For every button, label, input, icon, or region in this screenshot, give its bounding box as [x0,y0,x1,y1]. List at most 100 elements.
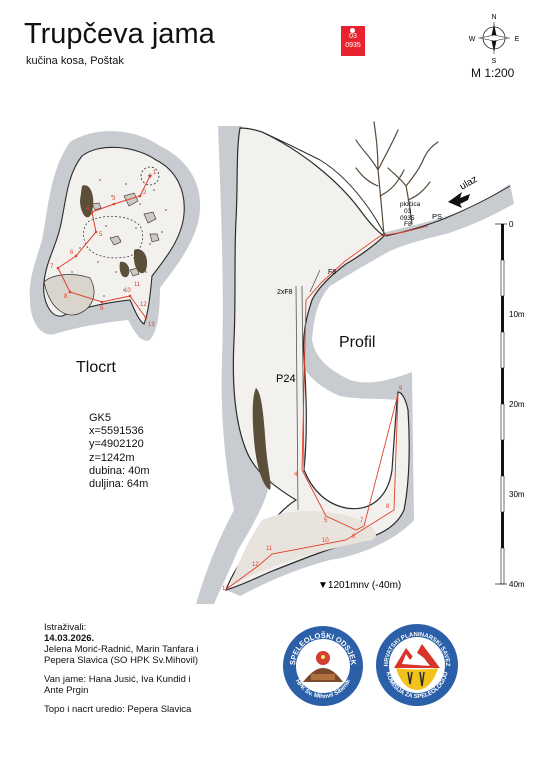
profile-station-5: 5 [324,518,328,524]
plan-station-9: 9 [100,306,104,312]
plate-label-2: 03 [404,208,412,215]
depth-scale-bar: 0 10m 20m 30m 40m [495,220,525,589]
logo-left-lamp-icon [321,655,325,659]
plan-station-11: 11 [134,282,141,288]
bottom-depth-label: ▼1201mnv (-40m) [318,580,401,591]
plan-station-7: 7 [50,264,54,270]
depth-tick-40: 40m [509,580,525,589]
plan-mud [80,185,148,278]
cave-tag-plate: 03 0935 [341,26,365,56]
compass-south: S [492,58,497,65]
profile-station-12: 12 [252,562,259,568]
plan-station-13: 13 [148,322,155,328]
compass-cross [479,34,509,42]
plan-station-5: 5 [99,232,103,238]
f8-mid-label: F8 [328,269,336,276]
profile-halo-left [196,126,268,604]
profile-station-10: 10 [322,538,329,544]
compass-rose-icon: N S E W [469,14,520,65]
plan-station-3: 3 [112,196,116,202]
compass-west: W [469,36,476,43]
plan-survey-stations: 1 2 3 4 5 6 7 8 9 10 11 12 13 [50,170,157,328]
explored-label: Istraživali: [44,622,87,633]
plan-label: Tlocrt [76,359,116,376]
compass-north: N [491,14,496,21]
f8-top-label: F8 [404,221,412,228]
profile-station-7: 7 [360,518,364,524]
profile-surface [261,131,511,237]
plan-entrance-circle [140,166,160,186]
logo-left-rope-icon [311,674,335,680]
plan-station-4: 4 [86,206,90,212]
depth-tick-30: 30m [509,490,525,499]
tag-line-1: 03 [349,33,357,40]
plan-station-1: 1 [153,170,157,176]
depth-tick-20: 20m [509,400,525,409]
profile-cave-interior [225,127,410,591]
entrance-arrow-icon [448,192,470,208]
depth-tick-10: 10m [509,310,525,319]
team-line-1: Jelena Morić-Radnić, Marin Tanfara i [44,644,199,655]
explore-date: 14.03.2026. [44,633,95,644]
scale-seg-9 [501,512,504,548]
profile-station-9: 9 [399,386,403,392]
scale-seg-4 [500,331,505,369]
pitch-label: P24 [276,373,296,385]
depth-tick-0: 0 [509,220,514,229]
hps-speleo-commission-logo: HRVATSKI PLANINARSKI SAVEZ KOMISIJA ZA S… [376,624,458,706]
coord-z: z=1242m [89,451,135,464]
outside-line-1: Van jame: Hana Jusić, Iva Kundid i [44,674,191,685]
scale-seg-7 [501,440,504,476]
profile-ropes [295,269,321,511]
plan-station-8: 8 [64,294,68,300]
page-title: Trupčeva jama [24,18,215,50]
entrance-label: ulaz [458,174,479,193]
plan-blocks [91,192,160,277]
team-line-2: Pepera Slavica (SO HPK Sv.Mihovil) [44,655,198,666]
logo-right-stalactite-icon [407,671,425,687]
profile-halo-right [226,184,514,596]
survey-author: Topo i nacrt uredio: Pepera Slavica [44,704,192,715]
scale-seg-2 [500,259,505,297]
location-subtitle: kučina kosa, Poštak [26,55,124,67]
scale-seg-10 [500,547,505,585]
coord-y: y=4902120 [89,438,144,451]
outside-line-2: Ante Prgin [44,685,89,696]
cave-depth: dubina: 40m [89,464,150,477]
profile-label: Profil [339,334,376,351]
plan-station-6: 6 [70,250,74,256]
plan-shaft-outline [83,216,144,259]
plate-label-3: 0935 [400,215,415,222]
profile-trees [355,121,439,237]
scale-seg-8 [500,475,505,513]
profile-survey-line [227,225,429,589]
scale-seg-6 [500,403,505,441]
profile-station-13: 13 [222,586,229,592]
plan-texture [71,179,167,297]
compass-east: E [515,36,520,43]
credits-block: Istraživali: 14.03.2026. Jelena Morić-Ra… [44,622,274,715]
profile-station-8: 8 [386,504,390,510]
plan-station-12: 12 [140,302,147,308]
profile-station-11: 11 [266,546,273,552]
profile-station-6: 6 [352,534,356,540]
plan-station-10: 10 [124,288,131,294]
scale-seg-1 [501,224,504,260]
f8-double-label: 2xF8 [277,289,293,296]
ps-label: PS [432,212,442,221]
scale-seg-5 [501,368,504,404]
profile-mud [252,388,271,490]
profile-survey-stations: 4 5 6 7 8 9 10 11 12 13 [222,386,403,592]
logo-right-snow-icon [402,652,430,666]
tag-line-2: 0935 [345,42,361,49]
speleo-section-logo: SPELEOLOŠKI ODSJEK HPK Sv. Mihovil Šiben… [283,626,363,706]
cave-length: duljina: 64m [89,478,149,491]
map-scale: M 1:200 [471,66,515,80]
profile-station-4: 4 [294,472,298,478]
plan-station-2: 2 [143,190,147,196]
coordinates-block: GK5 x=5591536 y=4902120 z=1242m dubina: … [89,412,150,491]
plate-label-1: pločica [400,201,421,208]
coord-x: x=5591536 [89,425,144,438]
